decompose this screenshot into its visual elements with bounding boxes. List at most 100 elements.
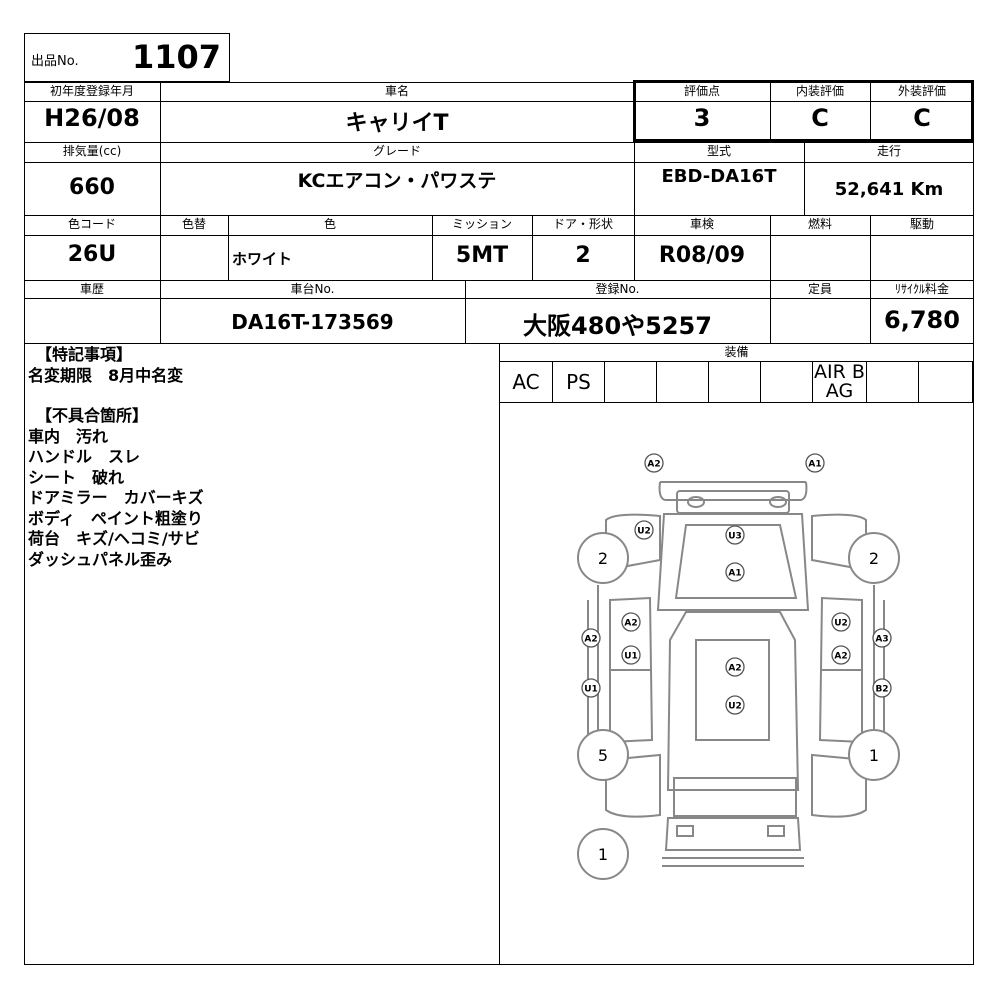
grade-value: KCエアコン・パワステ: [297, 170, 497, 192]
equipment-ac: AC: [512, 370, 540, 394]
inspection-value: R08/09: [658, 243, 746, 268]
exterior-grade-label: 外装評価: [897, 84, 946, 98]
repaint-label: 色替: [181, 217, 206, 231]
damage-mark: A2: [644, 453, 664, 473]
damage-mark: A2: [621, 612, 641, 632]
damage-mark-label: U1: [624, 652, 638, 662]
damage-mark-label: A2: [728, 664, 741, 674]
damage-mark-label: A1: [808, 460, 821, 470]
tire-front-right-label: 2: [869, 549, 879, 568]
registration-number-value: 大阪480や5257: [523, 312, 712, 340]
mileage-value: 52,641 Km: [834, 179, 944, 200]
defect-item: ダッシュパネル歪み: [28, 550, 173, 569]
score-label: 評価点: [683, 84, 720, 98]
damage-mark-label: U2: [728, 702, 742, 712]
capacity-label: 定員: [807, 282, 832, 296]
tire-spare: 1: [577, 828, 629, 880]
defect-item: 車内 汚れ: [28, 427, 109, 446]
exterior-grade-value: C: [913, 104, 931, 132]
tire-spare-label: 1: [598, 845, 608, 864]
mileage-label: 走行: [876, 144, 901, 158]
lot-number-box: 出品No. 1107: [24, 33, 230, 82]
equipment-slot: [604, 362, 656, 402]
evaluation-highlight-box: [633, 80, 974, 142]
fuel-label: 燃料: [807, 217, 832, 231]
damage-mark: A2: [831, 645, 851, 665]
tire-rear-left: 5: [577, 729, 629, 781]
damage-mark: U1: [621, 645, 641, 665]
damage-mark-label: U3: [728, 532, 742, 542]
inspection-label: 車検: [689, 217, 714, 231]
equipment-slot: [760, 362, 812, 402]
damage-mark-label: A2: [647, 460, 660, 470]
equipment-table: [499, 361, 973, 403]
doors-label: ドア・形状: [552, 217, 613, 231]
car-name-label: 車名: [384, 84, 409, 98]
tire-front-left: 2: [577, 532, 629, 584]
chassis-number-label: 車台No.: [290, 282, 335, 296]
defect-item: シート 破れ: [28, 468, 125, 487]
displacement-value: 660: [69, 175, 115, 200]
model-code-value: EBD-DA16T: [661, 166, 777, 187]
score-value: 3: [693, 104, 711, 132]
defect-item: ドアミラー カバーキズ: [28, 488, 204, 507]
vehicle-history-label: 車歴: [79, 282, 104, 296]
grade-label: グレード: [372, 144, 421, 158]
defect-item: ハンドル スレ: [28, 447, 141, 466]
damage-mark: A1: [805, 453, 825, 473]
damage-mark-label: U1: [584, 685, 598, 695]
car-name-value: キャリイT: [345, 111, 449, 136]
chassis-number-value: DA16T-173569: [231, 310, 394, 334]
equipment-ps: PS: [552, 362, 604, 402]
damage-mark: U1: [581, 678, 601, 698]
damage-mark-label: A3: [875, 635, 888, 645]
first-registration-value: H26/08: [44, 104, 140, 132]
displacement-label: 排気量(cc): [62, 144, 122, 158]
damage-mark-label: B2: [875, 685, 888, 695]
tire-rear-right-label: 1: [869, 746, 879, 765]
equipment-slot: [656, 362, 708, 402]
damage-mark: A2: [725, 657, 745, 677]
damage-mark: A1: [725, 562, 745, 582]
damage-mark: U2: [725, 695, 745, 715]
recycle-fee-label: ﾘｻｲｸﾙ料金: [894, 282, 949, 296]
damage-mark-label: A2: [624, 619, 637, 629]
damage-mark-label: A2: [584, 635, 597, 645]
damage-mark-label: A2: [834, 652, 847, 662]
interior-grade-value: C: [811, 104, 829, 132]
damage-mark-label: A1: [728, 569, 741, 579]
drive-label: 駆動: [909, 217, 934, 231]
damage-mark-label: U2: [637, 527, 651, 537]
damage-mark: U2: [634, 520, 654, 540]
damage-mark: U3: [725, 525, 745, 545]
tire-rear-left-label: 5: [598, 746, 608, 765]
color-code-value: 26U: [67, 242, 117, 267]
equipment-airbag-text: AIR BAG: [814, 361, 865, 402]
lot-number-value: 1107: [131, 38, 221, 76]
tire-rear-right: 1: [848, 729, 900, 781]
transmission-value: 5MT: [455, 243, 509, 268]
first-registration-label: 初年度登録年月: [49, 84, 134, 98]
interior-grade-label: 内装評価: [795, 84, 844, 98]
model-code-label: 型式: [706, 144, 731, 158]
color-value: ホワイト: [232, 250, 293, 268]
lot-number-label: 出品No.: [31, 54, 79, 69]
defect-item: ボディ ペイント粗塗り: [28, 509, 203, 528]
equipment-slot: [708, 362, 760, 402]
vehicle-damage-diagram: 2 2 5 1 1 A2 A1 U2 U3 A1 A2 U1 A2 U1 A2 …: [577, 453, 900, 880]
color-label: 色: [323, 217, 336, 231]
equipment-airbag: AIR BAG: [812, 362, 866, 402]
tire-front-left-label: 2: [598, 549, 608, 568]
recycle-fee-value: 6,780: [884, 306, 960, 334]
damage-mark: A3: [872, 628, 892, 648]
defects-heading: 【不具合箇所】: [36, 406, 149, 425]
equipment-slot: [866, 362, 918, 402]
transmission-label: ミッション: [451, 217, 512, 231]
defect-item: 荷台 キズ/ヘコミ/サビ: [28, 529, 200, 548]
special-notes-heading: 【特記事項】: [36, 345, 133, 364]
special-note-item: 名変期限 8月中名変: [28, 366, 184, 385]
color-code-label: 色コード: [67, 217, 116, 231]
damage-mark: B2: [872, 678, 892, 698]
equipment-label: 装備: [724, 345, 749, 359]
registration-number-label: 登録No.: [595, 282, 640, 296]
